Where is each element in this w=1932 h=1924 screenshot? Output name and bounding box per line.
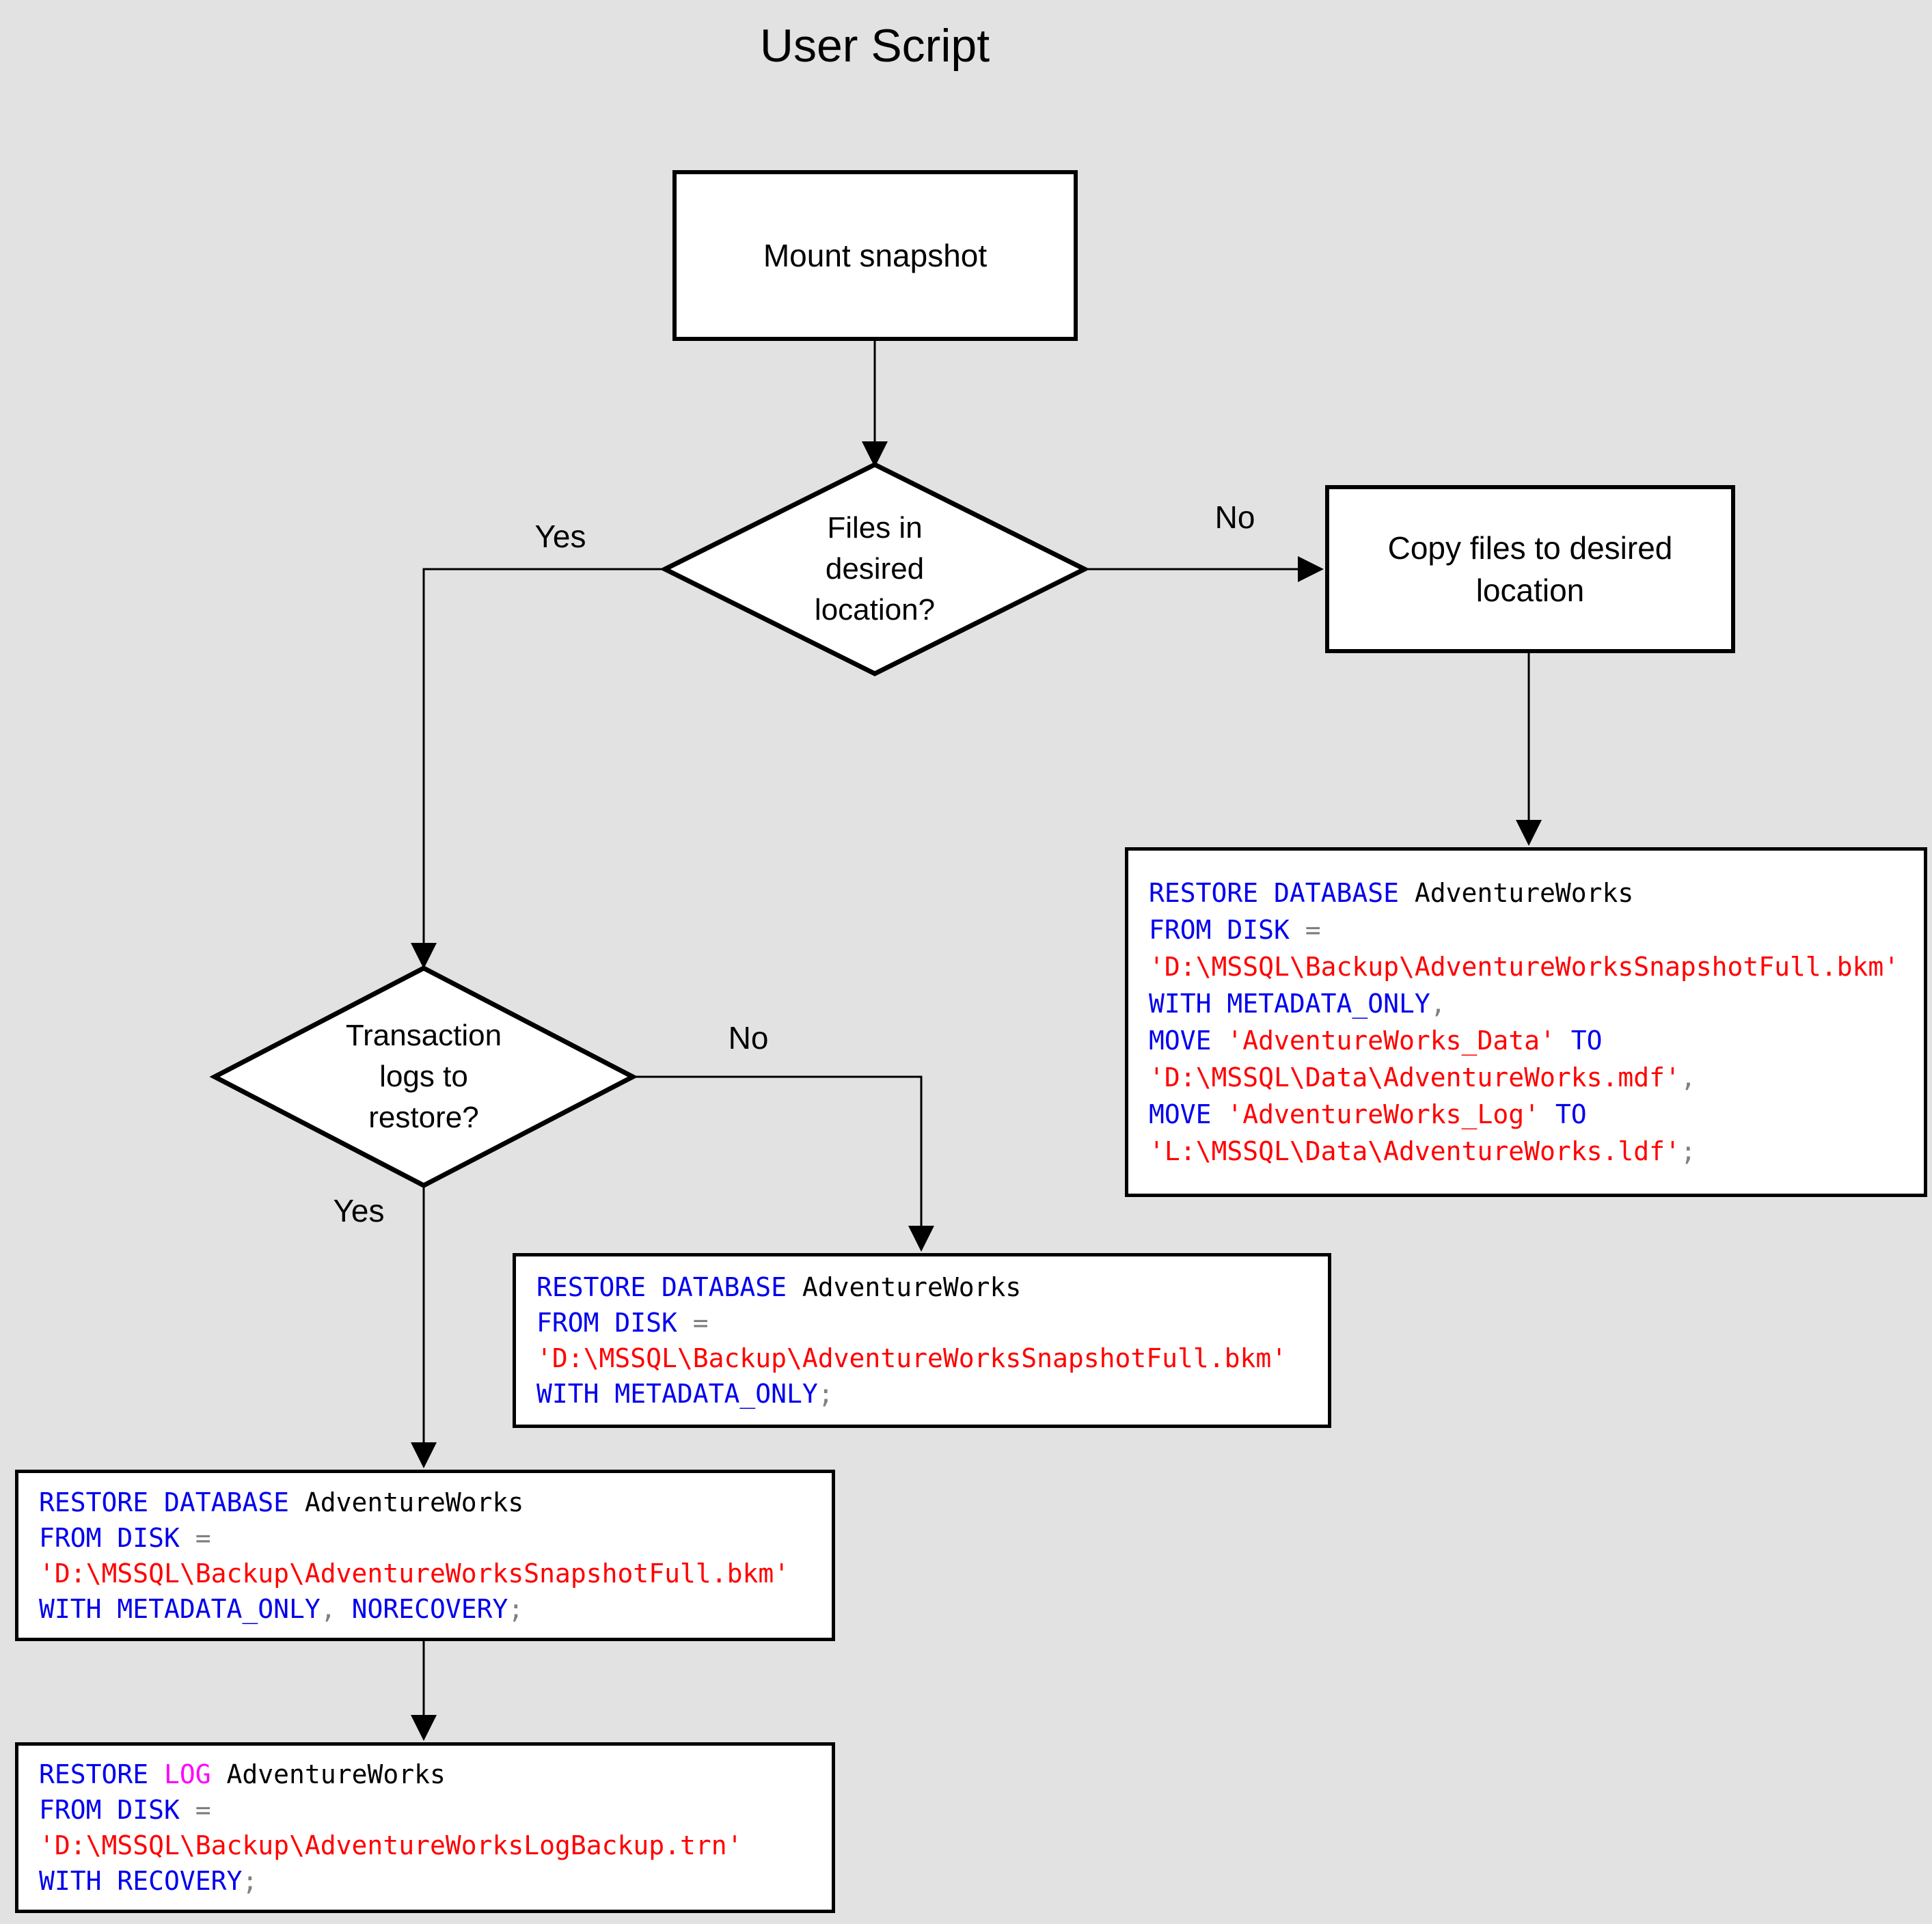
code-line: 'D:\MSSQL\Backup\AdventureWorksSnapshotF… xyxy=(536,1341,1321,1376)
code-line: 'D:\MSSQL\Backup\AdventureWorksSnapshotF… xyxy=(1149,948,1917,985)
code-token-op: = xyxy=(692,1308,709,1338)
code-token-kw: FROM DISK xyxy=(536,1308,693,1338)
code-token-kw: FROM DISK xyxy=(1149,915,1305,945)
code-token-kw: WITH METADATA_ONLY xyxy=(39,1593,321,1624)
code-token-op: ; xyxy=(242,1866,258,1896)
arrowhead-logs-decision xyxy=(411,943,437,969)
arrowhead-log-code xyxy=(411,1715,437,1741)
edge-files-yes xyxy=(422,568,665,952)
decision-transaction-logs xyxy=(209,965,638,1188)
code-token-str: 'D:\MSSQL\Data\AdventureWorks.mdf' xyxy=(1149,1062,1681,1092)
edge-label-logs-yes: Yes xyxy=(333,1193,385,1228)
code-token-kw: RESTORE DATABASE xyxy=(536,1272,787,1302)
edge-label-logs-no: No xyxy=(728,1020,769,1056)
code-token-kw: WITH METADATA_ONLY xyxy=(536,1379,818,1409)
code-token-op: = xyxy=(1305,915,1321,945)
code-line: RESTORE DATABASE AdventureWorks xyxy=(536,1269,1321,1305)
code-token-str: 'D:\MSSQL\Backup\AdventureWorksLogBackup… xyxy=(39,1830,743,1860)
code-line: WITH METADATA_ONLY, NORECOVERY; xyxy=(39,1591,825,1627)
code-token-op: ; xyxy=(508,1593,524,1624)
code-line: MOVE 'AdventureWorks_Log' TO xyxy=(1149,1096,1917,1133)
code-token-kw: RESTORE xyxy=(39,1759,165,1789)
code-token-str: 'AdventureWorks_Log' xyxy=(1227,1099,1540,1129)
arrowhead-right-code xyxy=(1516,820,1542,846)
code-token-op: = xyxy=(195,1795,211,1825)
edge-logs-no xyxy=(633,1075,923,1235)
node-copy-files-label: Copy files to desired location xyxy=(1387,530,1673,608)
code-token-str: 'D:\MSSQL\Backup\AdventureWorksSnapshotF… xyxy=(39,1558,790,1589)
code-token-kw: FROM DISK xyxy=(39,1795,195,1825)
node-copy-files: Copy files to desired location xyxy=(1325,485,1735,653)
code-line: RESTORE LOG AdventureWorks xyxy=(39,1757,825,1792)
code-token-kw: MOVE xyxy=(1149,1026,1227,1056)
code-token-str: 'D:\MSSQL\Backup\AdventureWorksSnapshotF… xyxy=(1149,952,1900,982)
code-line: FROM DISK = xyxy=(1149,911,1917,948)
code-token-id: AdventureWorks xyxy=(289,1487,524,1517)
code-token-kw: WITH METADATA_ONLY xyxy=(1149,989,1430,1019)
arrowhead-norecovery-code xyxy=(411,1442,437,1468)
code-token-kw: MOVE xyxy=(1149,1099,1227,1129)
code-token-op: , xyxy=(1680,1062,1696,1092)
code-token-op: ; xyxy=(817,1379,834,1409)
node-mount-snapshot-label: Mount snapshot xyxy=(763,238,988,273)
edge-label-files-yes: Yes xyxy=(534,519,586,554)
page-title: User Script xyxy=(759,20,990,72)
code-line: MOVE 'AdventureWorks_Data' TO xyxy=(1149,1022,1917,1059)
code-token-kw: WITH RECOVERY xyxy=(39,1866,243,1896)
code-token-kw: TO xyxy=(1555,1026,1603,1056)
code-token-log: LOG xyxy=(164,1759,211,1789)
code-line: 'D:\MSSQL\Data\AdventureWorks.mdf', xyxy=(1149,1059,1917,1096)
code-line: WITH METADATA_ONLY; xyxy=(536,1376,1321,1412)
code-token-op: , xyxy=(320,1593,352,1624)
code-line: FROM DISK = xyxy=(536,1305,1321,1341)
decision-logs-text: Transaction logs to restore? xyxy=(345,1019,502,1134)
code-line: 'D:\MSSQL\Backup\AdventureWorksLogBackup… xyxy=(39,1828,825,1863)
code-token-op: = xyxy=(195,1522,211,1553)
code-line: 'L:\MSSQL\Data\AdventureWorks.ldf'; xyxy=(1149,1133,1917,1170)
arrowhead-files-decision xyxy=(862,441,888,467)
code-token-id: AdventureWorks xyxy=(787,1272,1022,1302)
code-line: RESTORE DATABASE AdventureWorks xyxy=(39,1485,825,1520)
code-token-kw: NORECOVERY xyxy=(351,1593,508,1624)
arrowhead-copy-box xyxy=(1298,556,1324,582)
code-line: FROM DISK = xyxy=(39,1792,825,1828)
arrowhead-middle-code xyxy=(908,1226,934,1252)
code-token-kw: RESTORE DATABASE xyxy=(39,1487,290,1517)
code-token-kw: RESTORE DATABASE xyxy=(1149,878,1400,908)
code-token-kw: TO xyxy=(1539,1099,1587,1129)
code-line: 'D:\MSSQL\Backup\AdventureWorksSnapshotF… xyxy=(39,1556,825,1591)
code-line: FROM DISK = xyxy=(39,1520,825,1556)
code-token-str: 'L:\MSSQL\Data\AdventureWorks.ldf' xyxy=(1149,1136,1681,1166)
decision-files-in-location xyxy=(659,462,1090,676)
code-token-op: ; xyxy=(1680,1136,1696,1166)
code-token-kw: FROM DISK xyxy=(39,1522,195,1553)
code-token-id: AdventureWorks xyxy=(210,1759,446,1789)
code-line: WITH METADATA_ONLY, xyxy=(1149,985,1917,1022)
code-token-str: 'AdventureWorks_Data' xyxy=(1227,1026,1555,1056)
code-token-op: , xyxy=(1430,989,1446,1019)
code-line: RESTORE DATABASE AdventureWorks xyxy=(1149,875,1917,911)
edge-label-files-no: No xyxy=(1214,499,1255,535)
code-token-str: 'D:\MSSQL\Backup\AdventureWorksSnapshotF… xyxy=(536,1343,1288,1373)
decision-files-text: Files in desired location? xyxy=(814,511,936,627)
code-line: WITH RECOVERY; xyxy=(39,1863,825,1899)
code-token-id: AdventureWorks xyxy=(1399,878,1634,908)
node-mount-snapshot: Mount snapshot xyxy=(672,170,1078,341)
